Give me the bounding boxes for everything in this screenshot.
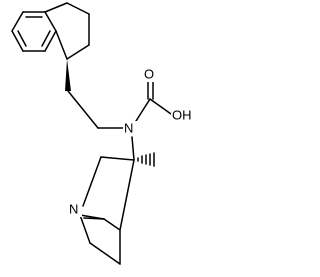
bond-ch2-to-carbon (67, 90, 99, 129)
saturated-ring (44, 2, 90, 60)
bond (66, 44, 90, 60)
bond (66, 2, 90, 15)
bond (79, 214, 105, 220)
bond (44, 11, 57, 32)
bond-n-to-quinuclidine (131, 136, 135, 161)
bond (11, 30, 24, 52)
bond-n-to-carbonyl-carbon (135, 98, 151, 122)
bond (44, 30, 57, 52)
bond (103, 218, 121, 231)
atom-label-hydroxyl: OH (172, 107, 192, 122)
double-bond-inner-line (41, 30, 51, 47)
bond (55, 30, 68, 60)
double-bond-inner-line (17, 30, 27, 47)
atom-label-carbonyl-oxygen: O (144, 66, 154, 81)
bond (79, 214, 91, 244)
bond (82, 156, 102, 207)
atom-label-bridgehead-nitrogen: N (69, 201, 78, 216)
quinuclidine-cage (79, 156, 135, 265)
hashed-wedge-bond (137, 152, 155, 167)
chemical-structure-diagram: O OH N N (11, 2, 192, 265)
bond (44, 2, 68, 13)
bond-carbon-to-hydroxyl (149, 98, 172, 115)
bond (100, 156, 135, 161)
wedge-bond (65, 59, 71, 91)
aromatic-ring (11, 11, 57, 52)
atom-label-carbamate-nitrogen: N (124, 120, 133, 135)
bond (119, 159, 135, 231)
bond (11, 11, 24, 32)
bond (89, 242, 121, 265)
